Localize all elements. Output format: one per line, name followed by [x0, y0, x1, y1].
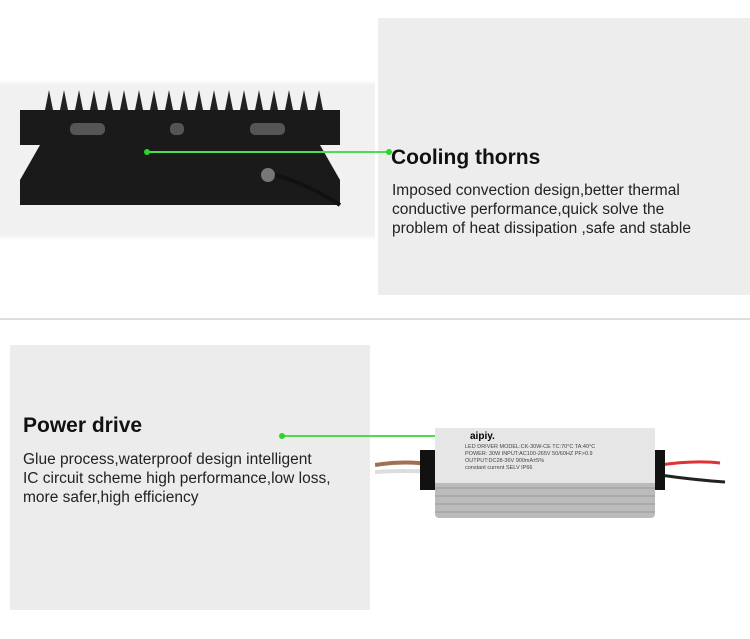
label-line: POWER: 30W INPUT:AC100-265V 50/60HZ PF>0… [465, 451, 593, 457]
heatsink-fin [120, 90, 128, 110]
heatsink-fin [255, 90, 263, 110]
heatsink-fin [90, 90, 98, 110]
heatsink-fin [180, 90, 188, 110]
desc-line: IC circuit scheme high performance,low l… [23, 470, 331, 487]
heatsink-fin [225, 90, 233, 110]
desc-line: Imposed convection design,better thermal [392, 182, 680, 199]
power-description: Glue process,waterproof design intellige… [23, 450, 331, 507]
heatsink-fin [240, 90, 248, 110]
cooling-pointer-dot [144, 149, 150, 155]
desc-line: conductive performance,quick solve the [392, 201, 665, 218]
power-title: Power drive [23, 414, 143, 437]
power-pointer-dot [279, 433, 285, 439]
cooling-pointer-line [148, 151, 390, 153]
label-line: LED DRIVER MODEL:CK-30W-CE TC:70°C TA:40… [465, 444, 596, 450]
heatsink-fin [195, 90, 203, 110]
desc-line: more safer,high efficiency [23, 489, 199, 506]
desc-line: Glue process,waterproof design intellige… [23, 451, 312, 468]
section-divider [0, 318, 750, 320]
driver-label: LED DRIVER MODEL:CK-30W-CE TC:70°C TA:40… [465, 444, 595, 472]
cooling-title: Cooling thorns [391, 146, 541, 169]
label-line: constant current SELV IP66 [465, 465, 533, 471]
heatsink-fin [105, 90, 113, 110]
heatsink-fin [285, 90, 293, 110]
heatsink-fin [270, 90, 278, 110]
desc-line: problem of heat dissipation ,safe and st… [392, 220, 691, 237]
heatsink-fin [150, 90, 158, 110]
heatsink-fin [300, 90, 308, 110]
heatsink-fin [315, 90, 323, 110]
power-text-panel [10, 345, 370, 610]
heatsink-fin [135, 90, 143, 110]
cooling-text-panel [378, 18, 750, 295]
led-driver-image [375, 428, 726, 518]
power-pointer-line [282, 435, 472, 437]
heatsink-fin [45, 90, 53, 110]
label-line: OUTPUT:DC28-36V 900mA±5% [465, 458, 545, 464]
heatsink-fin [60, 90, 68, 110]
cooling-pointer-end [386, 149, 392, 155]
driver-brand: aipiy. [470, 431, 495, 442]
heatsink-fin [210, 90, 218, 110]
heatsink-fin [165, 90, 173, 110]
cooling-description: Imposed convection design,better thermal… [392, 181, 691, 238]
heatsink-fin [75, 90, 83, 110]
heatsink-image [20, 90, 342, 207]
